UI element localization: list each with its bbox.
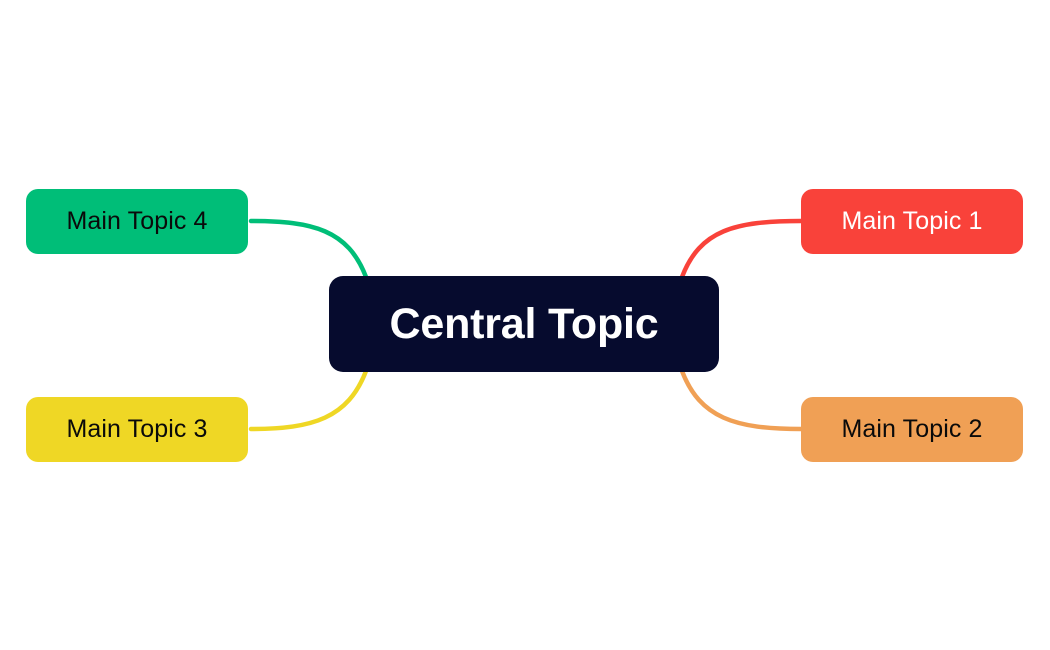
node-label: Main Topic 1 xyxy=(841,207,983,235)
connector-to-main-topic-4 xyxy=(248,218,369,280)
node-main-topic-2[interactable]: Main Topic 2 xyxy=(801,397,1023,462)
node-main-topic-4[interactable]: Main Topic 4 xyxy=(26,189,248,254)
connector-to-main-topic-3 xyxy=(248,368,369,432)
connector-to-main-topic-1 xyxy=(679,218,804,280)
node-central-topic[interactable]: Central Topic xyxy=(329,276,719,372)
node-label: Main Topic 3 xyxy=(66,415,208,443)
node-label: Central Topic xyxy=(389,299,659,348)
node-label: Main Topic 2 xyxy=(841,415,983,443)
node-main-topic-1[interactable]: Main Topic 1 xyxy=(801,189,1023,254)
node-label: Main Topic 4 xyxy=(66,207,208,235)
node-main-topic-3[interactable]: Main Topic 3 xyxy=(26,397,248,462)
connector-to-main-topic-2 xyxy=(679,368,804,432)
